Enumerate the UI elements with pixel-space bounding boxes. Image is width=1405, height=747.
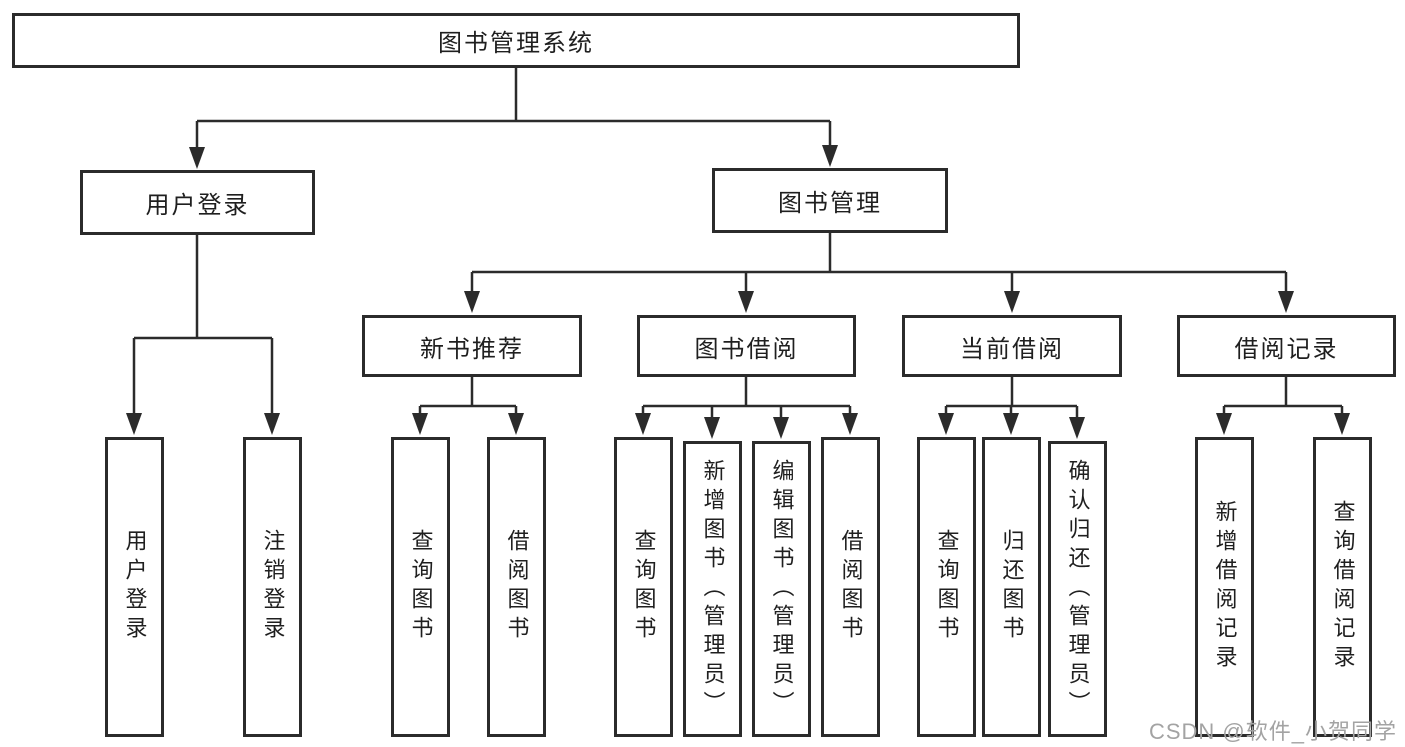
connector-borrowrecord-to-leaves [1222, 377, 1344, 418]
leaf-confirm-return-admin: 确认归还（管理员） [1048, 441, 1107, 737]
connector-currentborrow-to-leaves [944, 377, 1079, 421]
arrow-down-icon [464, 291, 480, 313]
leaf-return-books: 归还图书 [982, 437, 1041, 737]
arrow-down-icon [704, 417, 720, 439]
node-label: 图书管理 [778, 190, 882, 217]
leaf-label: 注销登录 [260, 529, 286, 645]
node-label: 图书借阅 [694, 335, 799, 363]
arrow-down-icon [189, 147, 205, 169]
node-new-book-recommend: 新书推荐 [362, 315, 582, 377]
leaf-label: 借阅图书 [838, 529, 864, 645]
node-borrow-record: 借阅记录 [1177, 315, 1396, 377]
leaf-label: 归还图书 [999, 529, 1025, 645]
leaf-query-books: 查询图书 [391, 437, 450, 737]
node-label: 新书推荐 [420, 335, 524, 363]
arrow-down-icon [264, 413, 280, 435]
leaf-label: 查询图书 [408, 529, 434, 645]
leaf-label: 编辑图书（管理员） [769, 458, 795, 720]
node-user-login-branch: 用户登录 [80, 170, 315, 235]
connector-root-to-level2 [195, 68, 832, 150]
connector-newbook-to-leaves [418, 377, 518, 418]
leaf-add-books-admin: 新增图书（管理员） [683, 441, 742, 737]
leaf-label: 用户登录 [122, 529, 148, 645]
leaf-borrow-books: 借阅图书 [821, 437, 880, 737]
node-book-management-branch: 图书管理 [712, 168, 948, 233]
leaf-edit-books-admin: 编辑图书（管理员） [752, 441, 811, 737]
leaf-label: 新增图书（管理员） [700, 458, 726, 720]
arrow-down-icon [1003, 413, 1019, 435]
arrow-down-icon [773, 417, 789, 439]
leaf-label: 确认归还（管理员） [1065, 458, 1091, 720]
arrow-down-icon [508, 413, 524, 435]
leaf-logout: 注销登录 [243, 437, 302, 737]
leaf-user-login: 用户登录 [105, 437, 164, 737]
leaf-query-books: 查询图书 [614, 437, 673, 737]
arrowhead-icons [126, 145, 1350, 439]
arrow-down-icon [822, 145, 838, 167]
arrow-down-icon [126, 413, 142, 435]
connector-userlogin-to-leaves [132, 235, 274, 418]
arrow-down-icon [1004, 291, 1020, 313]
arrow-down-icon [938, 413, 954, 435]
arrow-down-icon [1069, 417, 1085, 439]
arrow-down-icon [1216, 413, 1232, 435]
leaf-label: 查询借阅记录 [1330, 500, 1356, 674]
leaf-label: 查询图书 [934, 529, 960, 645]
leaf-label: 借阅图书 [504, 529, 530, 645]
leaf-query-books: 查询图书 [917, 437, 976, 737]
csdn-watermark: CSDN @软件_小贺同学 [1148, 719, 1397, 744]
arrow-down-icon [1278, 291, 1294, 313]
leaf-borrow-books: 借阅图书 [487, 437, 546, 737]
node-book-borrow: 图书借阅 [637, 315, 856, 377]
leaf-label: 新增借阅记录 [1212, 500, 1238, 674]
leaf-query-borrow-record: 查询借阅记录 [1313, 437, 1372, 737]
node-label: 借阅记录 [1234, 335, 1339, 363]
arrow-down-icon [738, 291, 754, 313]
leaf-label: 查询图书 [631, 529, 657, 645]
node-label: 用户登录 [145, 192, 250, 219]
leaf-add-borrow-record: 新增借阅记录 [1195, 437, 1254, 737]
arrow-down-icon [1334, 413, 1350, 435]
connector-lines [132, 68, 1344, 421]
arrow-down-icon [412, 413, 428, 435]
node-label: 当前借阅 [960, 335, 1064, 363]
node-label: 图书管理系统 [438, 30, 594, 57]
arrow-down-icon [842, 413, 858, 435]
connector-bookmgmt-to-modules [470, 233, 1288, 295]
node-root-system: 图书管理系统 [12, 13, 1020, 68]
node-current-borrow: 当前借阅 [902, 315, 1122, 377]
arrow-down-icon [635, 413, 651, 435]
connector-bookborrow-to-leaves [641, 377, 852, 421]
